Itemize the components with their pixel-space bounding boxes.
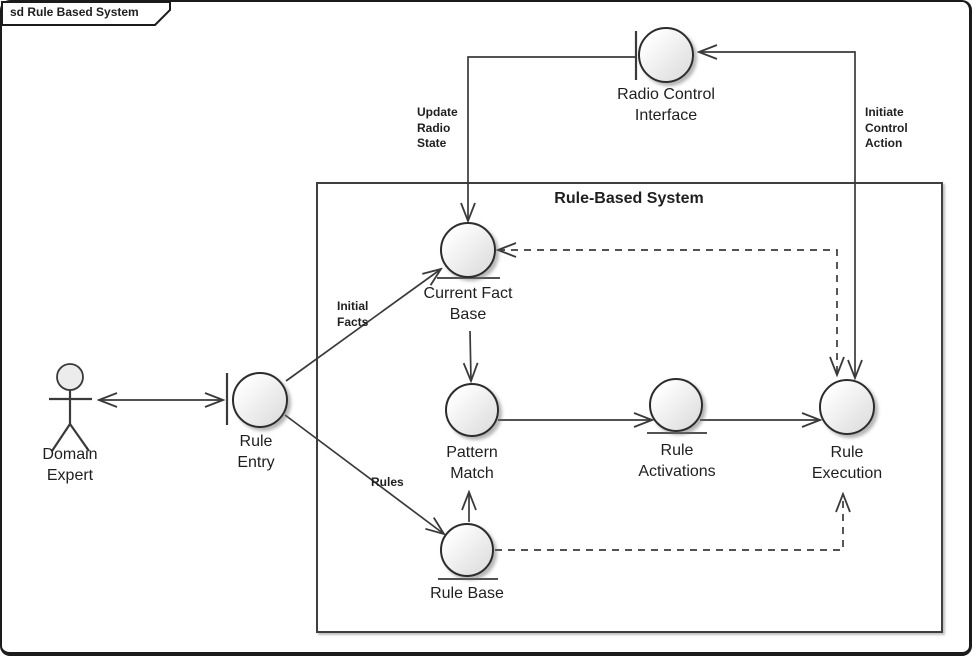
current-fact-base-label: Current Fact Base — [423, 285, 513, 323]
edge-rule-base-to-rule-execution-dashed — [495, 494, 843, 551]
rule-based-system-box — [316, 182, 943, 633]
rule-execution-label: Rule Execution — [811, 444, 883, 482]
edge-rule-execution-to-current-fact-base-dashed — [498, 250, 837, 375]
update-radio-state-label: Update Radio State — [417, 105, 458, 151]
domain-expert-actor-figure — [49, 363, 92, 452]
initial-facts-label: Initial Facts — [337, 299, 369, 329]
rule-entry-label: Rule Entry — [237, 433, 275, 471]
radio-control-interface-circle — [638, 27, 694, 83]
frame-tab — [1, 1, 171, 26]
rule-base-circle — [440, 523, 494, 577]
rule-execution-circle — [819, 379, 875, 435]
radio-control-interface-label: Radio Control Interface — [617, 86, 715, 124]
edge-rules — [284, 414, 444, 534]
rule-activations-circle — [649, 378, 703, 432]
rule-activations-label: Rule Activations — [638, 442, 716, 480]
current-fact-base-circle — [440, 222, 496, 278]
rules-label: Rules — [371, 475, 404, 489]
frame-tab-label: sd Rule Based System — [10, 5, 139, 19]
rule-based-system-title: Rule-Based System — [554, 190, 704, 207]
actor-legs — [51, 423, 90, 452]
rule-base-label: Rule Base — [430, 585, 504, 602]
edge-initiate-control-action — [699, 52, 855, 378]
initiate-control-action-label: Initiate Control Action — [865, 105, 908, 151]
pattern-match-label: Pattern Match — [446, 444, 498, 482]
edge-update-radio-state — [468, 56, 636, 221]
edge-initial-facts — [285, 269, 441, 382]
domain-expert-label: Domain Expert — [42, 446, 98, 484]
pattern-match-circle — [445, 383, 499, 437]
edge-current-fact-base-to-pattern-match — [470, 330, 471, 381]
actor-head — [56, 363, 84, 391]
rule-entry-circle — [232, 372, 288, 428]
